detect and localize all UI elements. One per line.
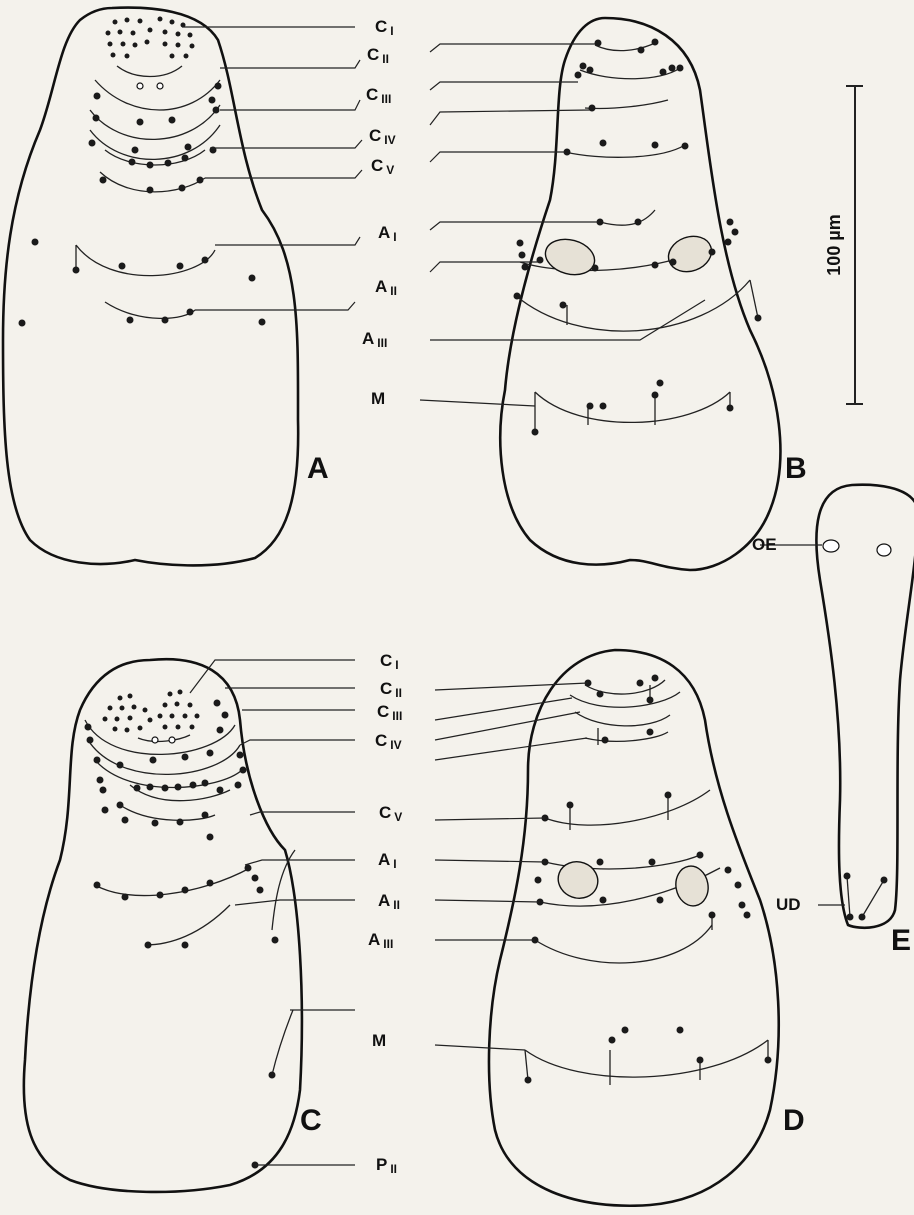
panel-label-d: D [783, 1104, 805, 1137]
panel-d-body-outline [489, 650, 779, 1206]
panel-a-drawing [3, 8, 298, 566]
scale-bar: 100 µm [824, 86, 863, 404]
panel-c-body-outline [24, 659, 302, 1192]
panel-d-drawing [489, 650, 779, 1206]
panel-c-ci-dots [103, 690, 200, 733]
panel-b-drawing [500, 18, 780, 570]
panel-a-ci-dots [106, 17, 195, 59]
panel-a-body-outline [3, 8, 298, 566]
panel-c-row-dots [85, 700, 279, 1169]
label-oe: OE [752, 535, 777, 554]
panel-e-eye-left [823, 540, 839, 552]
panel-c-drawing [24, 659, 302, 1192]
panel-label-a: A [307, 452, 329, 485]
panel-b-body-outline [500, 18, 780, 570]
label-m-top: M [371, 389, 385, 408]
top-leader-lines [182, 27, 705, 406]
label-m-bottom: M [372, 1031, 386, 1050]
panel-e-drawing [816, 485, 914, 928]
scale-bar-label: 100 µm [824, 214, 844, 275]
panel-a-mouth-arc [117, 66, 182, 77]
label-ud: UD [776, 895, 801, 914]
panel-b-row-dots [514, 39, 762, 436]
panel-label-e: E [891, 924, 911, 957]
panel-label-c: C [300, 1104, 322, 1137]
panel-e-eye-right [877, 544, 891, 556]
panel-label-b: B [785, 452, 807, 485]
panel-a-row-dots [19, 83, 266, 327]
bottom-leader-lines [190, 545, 845, 1165]
